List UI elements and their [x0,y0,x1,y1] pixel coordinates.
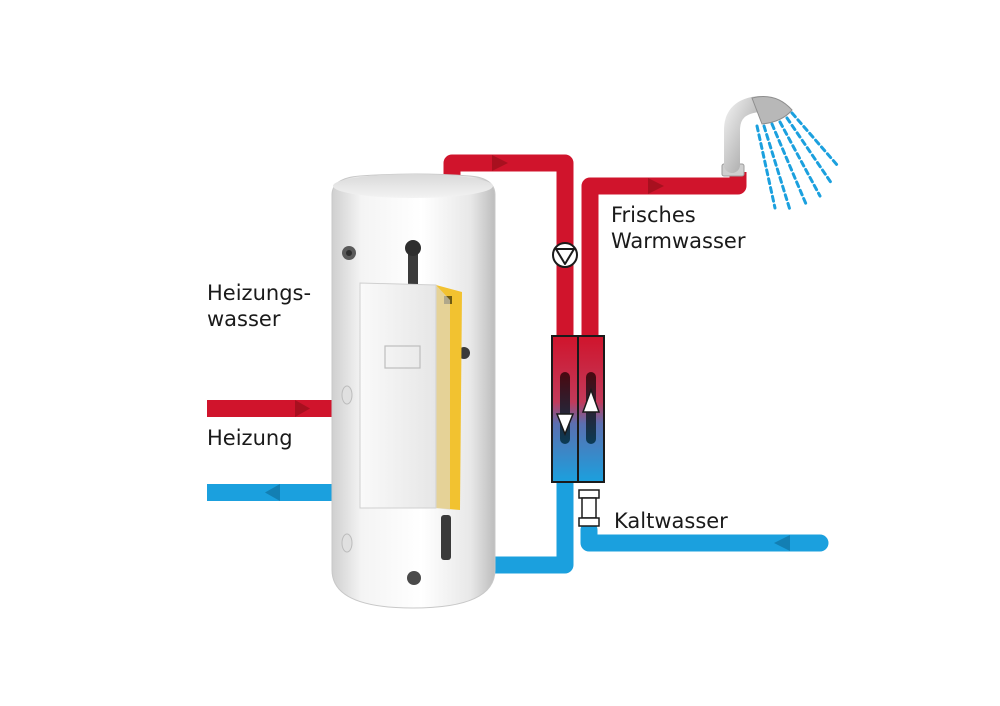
heating-label: Heizung [207,426,293,450]
water-spray-icon [755,111,840,212]
panel-display [384,345,421,369]
pump-icon [552,242,578,268]
fresh-warm-water-pipe [581,172,747,340]
cold-water-valve-icon [578,489,600,527]
tank-fitting [407,571,421,585]
fresh-warm-water-label-line2: Warmwasser [611,229,746,253]
heating-water-label-line2: wasser [207,307,281,331]
cold-water-pipe [580,521,829,552]
down-arrow-icon [555,413,575,437]
up-arrow-icon [581,387,601,413]
heating-return-pipe [207,484,335,501]
primary-hot-arrow [492,155,508,171]
cold-water-arrow [774,535,790,551]
fresh-warm-water-label-line1: Frisches [611,203,696,227]
primary-return-pipe [470,480,574,574]
control-panel [359,282,462,510]
heating-water-label-line1: Heizungs- [207,281,311,305]
heat-exchanger [551,335,605,483]
heating-supply-pipe [207,400,335,417]
shower-head-icon [721,96,840,212]
cold-water-label: Kaltwasser [614,509,728,533]
fresh-warm-water-arrow [648,178,664,194]
